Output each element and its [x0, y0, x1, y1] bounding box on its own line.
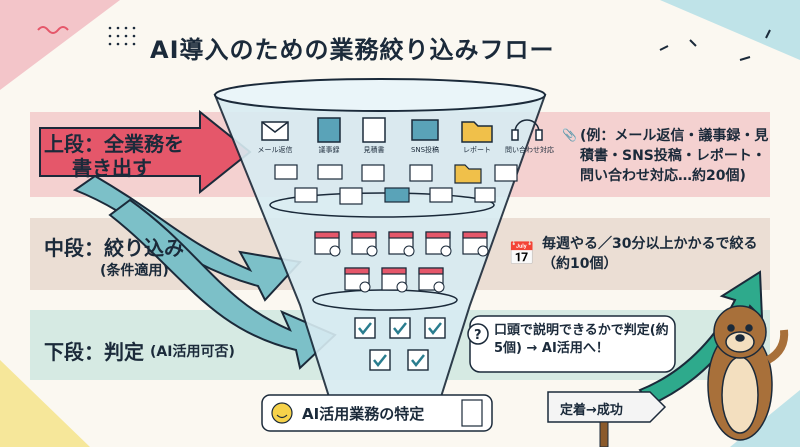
checkbox-icon: [354, 317, 376, 339]
middle-stage-label: 中段：絞り込み: [44, 236, 184, 260]
funnel-top-icons: [261, 117, 543, 143]
funnel-icon-label: SNS投稿: [410, 146, 440, 154]
calendar-icon: [425, 231, 452, 257]
confetti-decoration: [659, 29, 771, 61]
notebook-icon: [317, 117, 341, 143]
calendar-clock-icon: 📅: [508, 242, 536, 267]
question-icon: [467, 323, 489, 345]
bottom-note-bubble: [469, 315, 676, 373]
calendar-icons: [314, 231, 489, 293]
checkbox-icon: [407, 349, 429, 371]
sns-icon: [411, 119, 439, 141]
calendar-icon: [462, 231, 489, 257]
calendar-icon: [381, 267, 408, 293]
funnel-divider-1: [269, 192, 495, 218]
calendar-icon: [344, 267, 371, 293]
checkbox-icon: [424, 317, 446, 339]
funnel-icon-label: 問い合わせ対応: [505, 146, 554, 154]
page-title: AI導入のための業務絞り込みフロー: [150, 36, 555, 64]
top-stage-arrow: [39, 109, 252, 195]
result-label: AI活用業務の特定: [302, 405, 425, 423]
checkbox-icons: [354, 317, 446, 371]
bottom-stage-arrow: [108, 198, 337, 370]
calendar-icon: [418, 267, 445, 293]
checklist-icon: [461, 399, 483, 427]
otter-mascot: [707, 305, 789, 441]
calendar-icon: [388, 231, 415, 257]
top-stage-label: 上段：全業務を: [44, 132, 184, 156]
funnel-icon-label: レポート: [463, 146, 491, 154]
middle-stage-sub: (条件適用): [100, 263, 169, 279]
paperclip-icon: 📎: [562, 128, 577, 142]
checkbox-icon: [369, 349, 391, 371]
checkbox-icon: [389, 317, 411, 339]
corner-pink-shape: [0, 0, 120, 90]
bottom-stage-note: 口頭で説明できるかで判定(約5個) → AI活用へ！: [494, 323, 669, 356]
funnel-rim: [214, 78, 546, 112]
top-stage-note: (例：メール返信・議事録・見積書・SNS投稿・レポート・問い合わせ対応…約20個…: [580, 128, 769, 184]
middle-stage-note: 毎週やる／30分以上かかるで絞る（約10個）: [542, 236, 758, 272]
top-stage-label-line2: 書き出す: [72, 156, 152, 180]
headset-icon: [514, 119, 540, 133]
result-box: [261, 394, 493, 432]
success-sign: [547, 391, 667, 423]
funnel-icon-label: 議事録: [318, 146, 340, 154]
estimate-doc-icon: [362, 117, 386, 143]
funnel-icon-label: メール返信: [257, 146, 293, 154]
calendar-icon: [351, 231, 378, 257]
calendar-icon: [314, 231, 341, 257]
corner-teal-shape: [660, 0, 800, 60]
sign-post: [599, 421, 609, 447]
svg-text:?: ?: [474, 328, 482, 343]
funnel-icon-label: 見積書: [363, 146, 385, 154]
corner-yellow-shape: [0, 360, 90, 447]
smile-icon: [271, 402, 293, 424]
dot-grid-decoration: [108, 26, 136, 46]
bottom-stage-sub: (AI活用可否): [150, 344, 235, 360]
sign-label: 定着→成功: [560, 403, 623, 418]
funnel-small-icons: [274, 164, 518, 205]
bottom-stage-label: 下段：判定: [44, 340, 144, 364]
squiggle-decoration: [37, 26, 69, 34]
folder-icon: [461, 121, 493, 143]
